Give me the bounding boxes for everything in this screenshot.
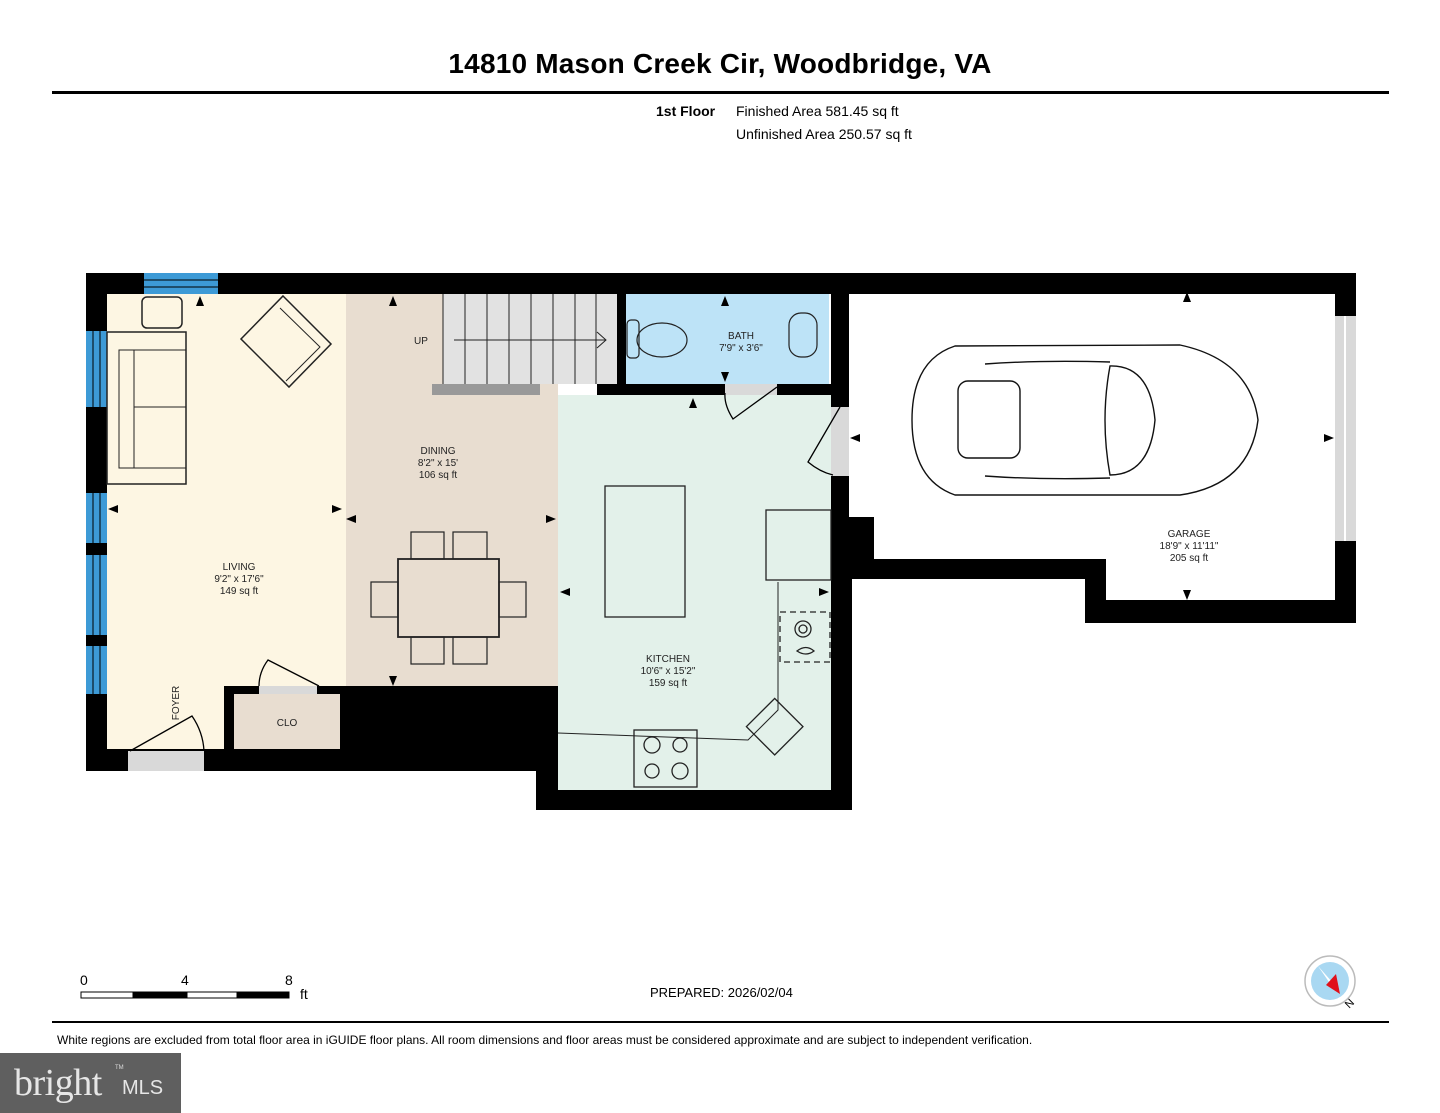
garage-dims: 18'9" x 11'11" [1160, 541, 1219, 552]
living-name: LIVING [223, 562, 256, 573]
room-garage [849, 291, 1336, 600]
windows [86, 273, 1356, 694]
footer-divider [52, 1021, 1389, 1023]
compass-icon [1304, 955, 1356, 1007]
living-furniture [106, 294, 333, 485]
bath-dims: 7'9" x 3'6" [719, 343, 763, 354]
dining-area: 106 sq ft [419, 470, 458, 481]
dining-table [370, 531, 527, 665]
stairs-label: UP [414, 336, 428, 347]
living-dims: 9'2" x 17'6" [214, 574, 264, 585]
kitchen-dims: 10'6" x 15'2" [641, 666, 696, 677]
closet-label: CLO [277, 718, 298, 729]
room-bath [626, 294, 829, 384]
bath-fixtures [626, 312, 818, 359]
scale-tick-8: 8 [285, 972, 293, 988]
garage-name: GARAGE [1168, 529, 1211, 540]
unfinished-area: Unfinished Area 250.57 sq ft [736, 126, 912, 142]
disclaimer: White regions are excluded from total fl… [57, 1033, 1033, 1047]
page-title: 14810 Mason Creek Cir, Woodbridge, VA [448, 48, 992, 79]
scale-bar [80, 991, 290, 999]
kitchen-name: KITCHEN [646, 654, 690, 665]
garage-area: 205 sq ft [1170, 553, 1209, 564]
view-arrows [108, 292, 1334, 686]
prepared-date: PREPARED: 2026/02/04 [650, 985, 793, 1000]
scale-unit: ft [300, 986, 308, 1002]
stairs [443, 294, 617, 384]
room-closet [234, 694, 340, 749]
logo-tm: TM [115, 1065, 124, 1071]
floor-label: 1st Floor [656, 103, 716, 119]
dining-dims: 8'2" x 15' [418, 458, 458, 469]
scale-tick-0: 0 [80, 972, 88, 988]
finished-area: Finished Area 581.45 sq ft [736, 103, 899, 119]
header-divider [52, 91, 1389, 94]
stairs-treads [442, 294, 607, 384]
dining-name: DINING [421, 446, 456, 457]
doors [128, 384, 849, 771]
bath-name: BATH [728, 331, 754, 342]
living-area: 149 sq ft [220, 586, 259, 597]
logo-suffix: MLS [122, 1077, 164, 1099]
scale-tick-4: 4 [181, 972, 189, 988]
bright-mls-logo: bright TM MLS [0, 1053, 181, 1113]
logo-brand: bright [14, 1062, 102, 1104]
car-icon [911, 344, 1259, 496]
room-kitchen [558, 395, 831, 790]
foyer-label: FOYER [171, 686, 182, 720]
kitchen-area: 159 sq ft [649, 678, 688, 689]
kitchen-fixtures [557, 485, 832, 788]
